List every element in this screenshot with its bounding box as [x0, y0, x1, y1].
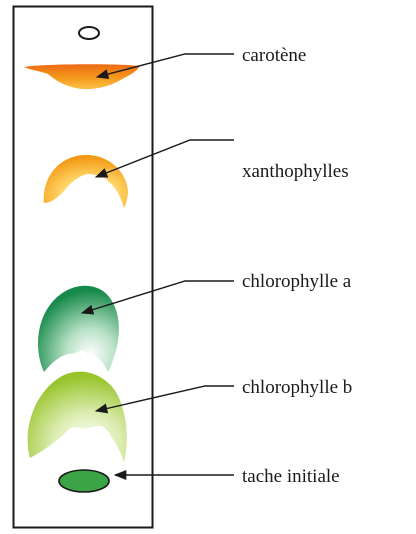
xanthophylls-label: xanthophylles: [242, 161, 349, 182]
carotene-label: carotène: [242, 45, 306, 66]
chlorophyll-b-label: chlorophylle b: [242, 377, 352, 398]
chlorophyll-a-label: chlorophylle a: [242, 271, 352, 292]
initial-spot: [59, 470, 109, 492]
initial-spot-label: tache initiale: [242, 466, 340, 487]
